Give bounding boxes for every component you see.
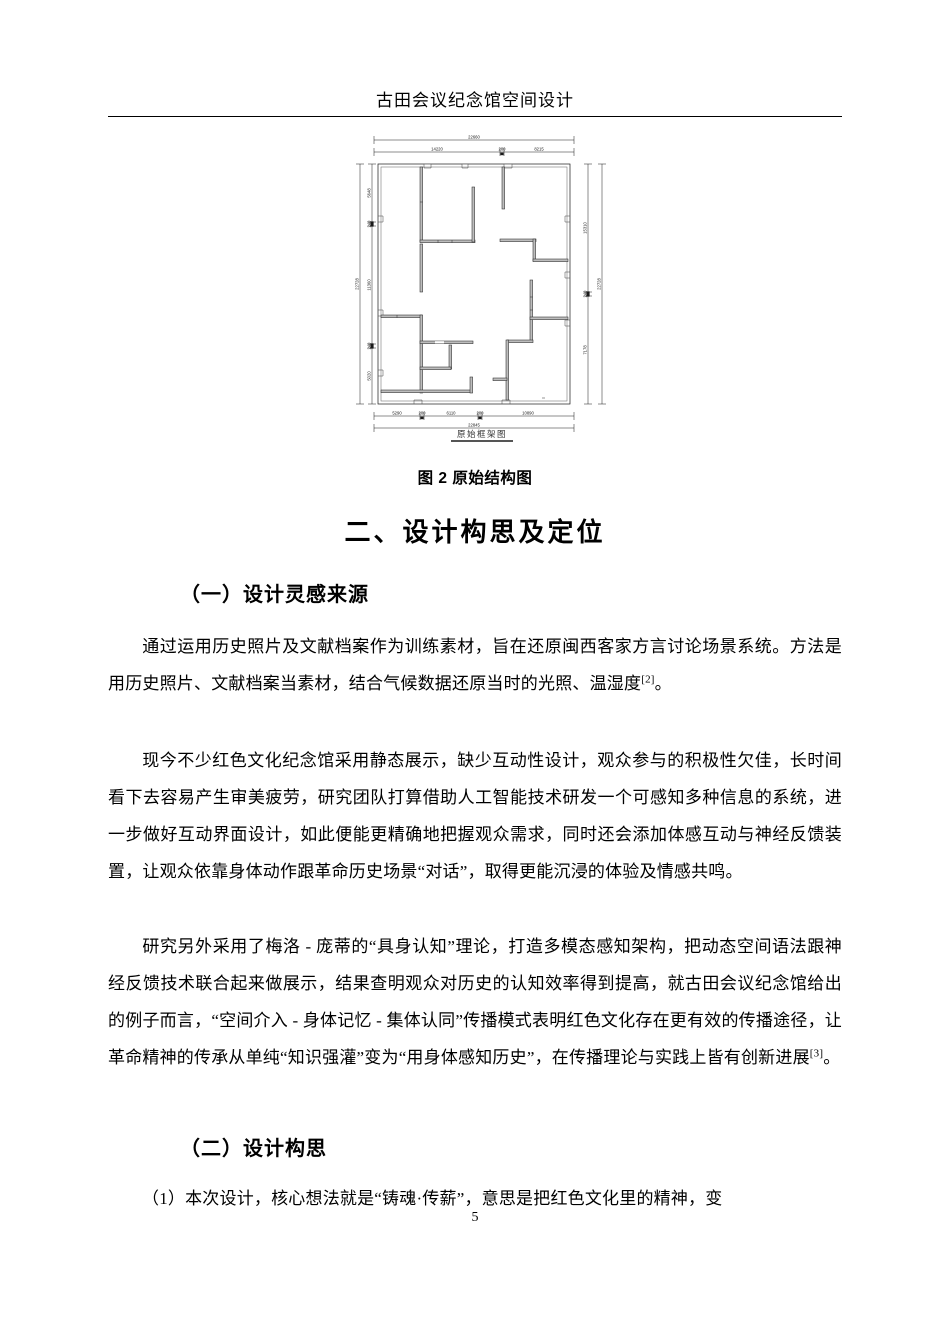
svg-text:10890: 10890 <box>522 411 534 416</box>
page-number: 5 <box>471 1210 479 1225</box>
paragraph-text-tail: 。 <box>654 674 672 693</box>
section-heading: 二、设计构思及定位 <box>344 517 606 547</box>
svg-text:22845: 22845 <box>468 423 480 428</box>
paragraph-text-tail: 。 <box>823 1048 841 1067</box>
paragraph-inspiration-1: 通过运用历史照片及文献档案作为训练素材，旨在还原闽西客家方言讨论场景系统。方法是… <box>108 628 842 702</box>
paragraph-concept-1: （1）本次设计，核心想法就是“铸魂·传薪”，意思是把红色文化里的精神，变 <box>108 1180 842 1217</box>
svg-text:15310: 15310 <box>583 222 588 234</box>
svg-text:280: 280 <box>499 147 507 152</box>
figure-floor-plan: 22660 14220 280 8215 22728 <box>352 132 612 450</box>
paragraph-text: 研究另外采用了梅洛 - 庞蒂的“具身认知”理论，打造多模态感知架构，把动态空间语… <box>108 937 842 1067</box>
citation-ref-3: [3] <box>809 1047 824 1060</box>
paragraph-inspiration-2: 现今不少红色文化纪念馆采用静态展示，缺少互动性设计，观众参与的积极性欠佳，长时间… <box>108 742 842 890</box>
svg-text:5648: 5648 <box>367 188 372 198</box>
svg-text:280: 280 <box>477 411 485 416</box>
svg-text:8215: 8215 <box>534 147 544 152</box>
svg-text:6110: 6110 <box>446 411 456 416</box>
svg-text:11360: 11360 <box>367 279 372 291</box>
svg-text:22660: 22660 <box>468 135 480 140</box>
paragraph-text: 通过运用历史照片及文献档案作为训练素材，旨在还原闽西客家方言讨论场景系统。方法是… <box>108 637 842 693</box>
paragraph-text: 现今不少红色文化纪念馆采用静态展示，缺少互动性设计，观众参与的积极性欠佳，长时间… <box>108 751 842 881</box>
paragraph-text: （1）本次设计，核心想法就是“铸魂·传薪”，意思是把红色文化里的精神，变 <box>142 1189 723 1208</box>
paragraph-inspiration-3: 研究另外采用了梅洛 - 庞蒂的“具身认知”理论，打造多模态感知架构，把动态空间语… <box>108 928 842 1076</box>
svg-text:7178: 7178 <box>583 345 588 355</box>
citation-ref-2: [2] <box>641 673 655 686</box>
subsection-heading-concept: （二）设计构思 <box>180 1138 327 1160</box>
svg-text:22728: 22728 <box>355 278 360 290</box>
svg-text:22728: 22728 <box>597 278 602 290</box>
cad-drawing-svg: 22660 14220 280 8215 22728 <box>355 135 606 432</box>
svg-text:14220: 14220 <box>431 147 443 152</box>
drawing-internal-label: 原始框架图 <box>352 428 612 442</box>
subsection-heading-inspiration: （一）设计灵感来源 <box>180 584 369 606</box>
svg-text:240: 240 <box>367 220 372 228</box>
svg-text:5020: 5020 <box>367 371 372 381</box>
svg-text:280: 280 <box>419 411 427 416</box>
drawing-internal-label-text: 原始框架图 <box>450 429 513 442</box>
svg-text:240: 240 <box>583 290 588 298</box>
figure-caption: 图 2 原始结构图 <box>417 470 533 487</box>
running-header: 古田会议纪念馆空间设计 <box>376 91 574 110</box>
svg-text:5290: 5290 <box>392 411 402 416</box>
header-divider-rule <box>108 116 842 117</box>
svg-text:240: 240 <box>367 342 372 350</box>
